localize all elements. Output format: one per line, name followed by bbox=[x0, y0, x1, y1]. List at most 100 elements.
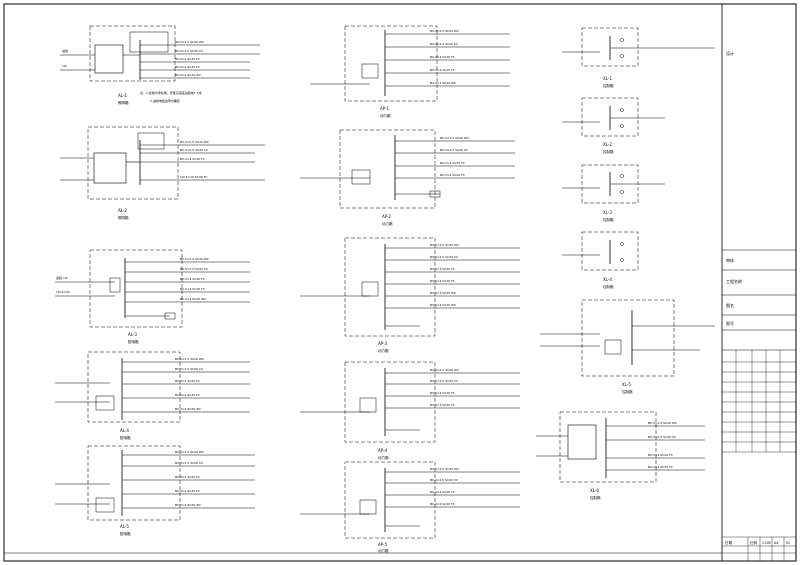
svg-text:BV-3×2.5 SC20 CC: BV-3×2.5 SC20 CC bbox=[175, 461, 203, 465]
svg-text:BV-3×2.5 SC20 CC: BV-3×2.5 SC20 CC bbox=[175, 367, 203, 371]
panel-XL-1: XL-1 控制箱 bbox=[562, 27, 715, 88]
svg-text:BV-3×2.5 SC20 WC: BV-3×2.5 SC20 WC bbox=[430, 29, 459, 33]
note-1: 注：1.此箱为非标箱，安装高度底边距地1.5米 bbox=[140, 90, 202, 95]
svg-text:BV-3×2.5 SC20 WC: BV-3×2.5 SC20 WC bbox=[430, 243, 459, 247]
svg-text:BV-3×4 SC20 FC: BV-3×4 SC20 FC bbox=[440, 173, 465, 177]
label-XL-5: XL-5 bbox=[622, 382, 631, 387]
sub-AP-3: 动力箱 bbox=[378, 348, 389, 353]
svg-text:BV-3×2.5 SC20 WC: BV-3×2.5 SC20 WC bbox=[175, 450, 204, 454]
svg-text:BV-3×2.5 SC20 CC: BV-3×2.5 SC20 CC bbox=[430, 379, 458, 383]
svg-text:BV-3×4 SC20 FC: BV-3×4 SC20 FC bbox=[180, 277, 205, 281]
sub-XL-3: 控制箱 bbox=[603, 217, 614, 222]
svg-text:BV-3×2.5 SC20 CC: BV-3×2.5 SC20 CC bbox=[430, 478, 458, 482]
sub-XL-1: 控制箱 bbox=[603, 83, 614, 88]
svg-text:BV-3×4 SC20 WC: BV-3×4 SC20 WC bbox=[180, 297, 206, 301]
sub-XL-4: 控制箱 bbox=[603, 284, 614, 289]
svg-text:BV-3×2.5 SC20 CC: BV-3×2.5 SC20 CC bbox=[175, 49, 203, 53]
title-row-5: 图号 bbox=[726, 320, 734, 326]
svg-text:BV-3×4 SC20 FC: BV-3×4 SC20 FC bbox=[648, 453, 673, 457]
svg-text:BV-3×4 SC20 FC: BV-3×4 SC20 FC bbox=[175, 393, 200, 397]
label-XL-6: XL-6 bbox=[590, 488, 599, 493]
svg-text:BV-3×4 SC20 FC: BV-3×4 SC20 FC bbox=[440, 161, 465, 165]
svg-text:BV-3×4 SC20 WC: BV-3×4 SC20 WC bbox=[175, 503, 201, 507]
svg-text:BV-3×4 SC20 FC: BV-3×4 SC20 FC bbox=[430, 68, 455, 72]
panel-AP-5: BV-3×2.5 SC20 WC BV-3×2.5 SC20 CC BV-3×4 … bbox=[300, 461, 520, 553]
svg-text:进线: 进线 bbox=[62, 48, 68, 53]
sub-XL-5: 控制箱 bbox=[622, 389, 633, 394]
title-block: 设计 审核 工程名称 图名 图号 日期 比例 1:100 A3 01 bbox=[721, 3, 797, 562]
svg-text:BV-3×2.5 SC20 CC: BV-3×2.5 SC20 CC bbox=[180, 267, 208, 271]
svg-text:BV-3×2.5 SC20 WC: BV-3×2.5 SC20 WC bbox=[648, 421, 677, 425]
panel-AP-2: BV-3×2.5 SC20 WC BV-3×2.5 SC20 CC BV-3×4 … bbox=[300, 129, 515, 226]
svg-text:BV-3×4 SC20 FC: BV-3×4 SC20 FC bbox=[175, 475, 200, 479]
panel-AP-1: BV-3×2.5 SC20 WC BV-3×2.5 SC20 CC BV-3×4 … bbox=[310, 25, 510, 118]
svg-text:BV-3×2.5 SC20 CC: BV-3×2.5 SC20 CC bbox=[430, 42, 458, 46]
panel-AL-5: BV-3×2.5 SC20 WC BV-3×2.5 SC20 CC BV-3×4 … bbox=[55, 445, 255, 536]
panel-AP-4: BV-3×2.5 SC20 WC BV-3×2.5 SC20 CC BV-3×4 … bbox=[300, 361, 520, 460]
sheet-border bbox=[3, 3, 797, 562]
svg-text:BV-3×4 SC20 WC: BV-3×4 SC20 WC bbox=[430, 291, 456, 295]
svg-text:BV-3×4 SC20 FC: BV-3×4 SC20 FC bbox=[430, 279, 455, 283]
svg-text:BV-3×4 SC20 FC: BV-3×4 SC20 FC bbox=[430, 490, 455, 494]
label-AP-1: AP-1 bbox=[380, 106, 390, 111]
svg-text:BV-3×2.5 SC20 WC: BV-3×2.5 SC20 WC bbox=[175, 40, 204, 44]
grid-label-4: A3 bbox=[774, 541, 778, 545]
sub-AL-4: 配电箱 bbox=[120, 435, 131, 440]
label-AL-4: AL-4 bbox=[120, 428, 129, 433]
label-AP-4: AP-4 bbox=[378, 448, 388, 453]
panel-XL-3: XL-3 控制箱 bbox=[562, 164, 665, 222]
sub-XL-2: 控制箱 bbox=[603, 149, 614, 154]
label-XL-1: XL-1 bbox=[603, 76, 612, 81]
sub-XL-6: 控制箱 bbox=[590, 495, 601, 500]
label-AP-2: AP-2 bbox=[382, 214, 392, 219]
grid-label-5: 01 bbox=[786, 541, 790, 545]
svg-text:BV-3×2.5 SC20 CC: BV-3×2.5 SC20 CC bbox=[440, 148, 468, 152]
label-AL-5: AL-5 bbox=[120, 524, 129, 529]
svg-text:BV-3×4 SC20 FC: BV-3×4 SC20 FC bbox=[175, 57, 200, 61]
title-row-2: 审核 bbox=[726, 257, 734, 263]
grid-label-3: 1:100 bbox=[762, 541, 771, 545]
panel-XL-4: XL-4 控制箱 bbox=[562, 231, 639, 289]
svg-text:BV-3×4 SC20 FC: BV-3×4 SC20 FC bbox=[430, 403, 455, 407]
svg-text:BV-3×4 SC20 FC: BV-3×4 SC20 FC bbox=[175, 65, 200, 69]
svg-text:BV-3×2.5 SC20 WC: BV-3×2.5 SC20 WC bbox=[440, 136, 469, 140]
title-row-4: 图名 bbox=[726, 302, 734, 308]
panel-AL-1: BV-3×2.5 SC20 WC BV-3×2.5 SC20 CC BV-3×4 … bbox=[60, 25, 260, 105]
panel-AL-4: BV-3×2.5 SC20 WC BV-3×2.5 SC20 CC BV-3×4 … bbox=[55, 351, 250, 440]
svg-text:BV-3×4 SC20 FC: BV-3×4 SC20 FC bbox=[175, 489, 200, 493]
svg-text:BV-3×2.5 SC20 CC: BV-3×2.5 SC20 CC bbox=[180, 148, 208, 152]
svg-text:YJV-5×10 SC40 FC: YJV-5×10 SC40 FC bbox=[180, 175, 207, 179]
sub-AP-1: 动力箱 bbox=[380, 113, 391, 118]
svg-text:BV-3×2.5 SC20 WC: BV-3×2.5 SC20 WC bbox=[175, 357, 204, 361]
svg-text:BV-3×4 SC20 FC: BV-3×4 SC20 FC bbox=[648, 465, 673, 469]
svg-text:YJV-4×25: YJV-4×25 bbox=[56, 290, 70, 294]
svg-text:BV-3×4 SC20 WC: BV-3×4 SC20 WC bbox=[175, 407, 201, 411]
grid-label-1: 日期 bbox=[725, 540, 733, 545]
svg-text:BV-3×4 SC20 FC: BV-3×4 SC20 FC bbox=[430, 55, 455, 59]
svg-text:BV-3×4 SC20 FC: BV-3×4 SC20 FC bbox=[430, 391, 455, 395]
sub-AL-2: 照明箱 bbox=[118, 215, 129, 220]
title-row-1: 设计 bbox=[726, 50, 734, 56]
panel-XL-5: XL-5 控制箱 bbox=[540, 299, 715, 394]
title-row-3: 工程名称 bbox=[726, 278, 742, 284]
sub-AL-1: 照明箱 bbox=[118, 100, 129, 105]
sub-AL-5: 配电箱 bbox=[120, 531, 131, 536]
svg-text:BV-3×4 SC20 WC: BV-3×4 SC20 WC bbox=[175, 73, 201, 77]
label-XL-4: XL-4 bbox=[603, 277, 612, 282]
label-XL-2: XL-2 bbox=[603, 142, 612, 147]
note-2: 2.进线电缆由甲方确定 bbox=[150, 98, 180, 103]
svg-text:BV-3×2.5 SC20 CC: BV-3×2.5 SC20 CC bbox=[430, 255, 458, 259]
label-AL-2: AL-2 bbox=[118, 208, 127, 213]
svg-text:BV-3×4 SC20 WC: BV-3×4 SC20 WC bbox=[430, 303, 456, 307]
svg-text:BV-3×4 SC20 FC: BV-3×4 SC20 FC bbox=[180, 287, 205, 291]
svg-text:BV-3×2.5 SC20 WC: BV-3×2.5 SC20 WC bbox=[430, 368, 459, 372]
svg-text:BV-3×4 SC20 FC: BV-3×4 SC20 FC bbox=[175, 379, 200, 383]
grid-label-2: 比例 bbox=[750, 540, 758, 545]
sub-AP-5: 动力箱 bbox=[378, 548, 389, 553]
sub-AL-3: 配电箱 bbox=[128, 339, 139, 344]
svg-text:BV-3×2.5 SC20 WC: BV-3×2.5 SC20 WC bbox=[430, 467, 459, 471]
